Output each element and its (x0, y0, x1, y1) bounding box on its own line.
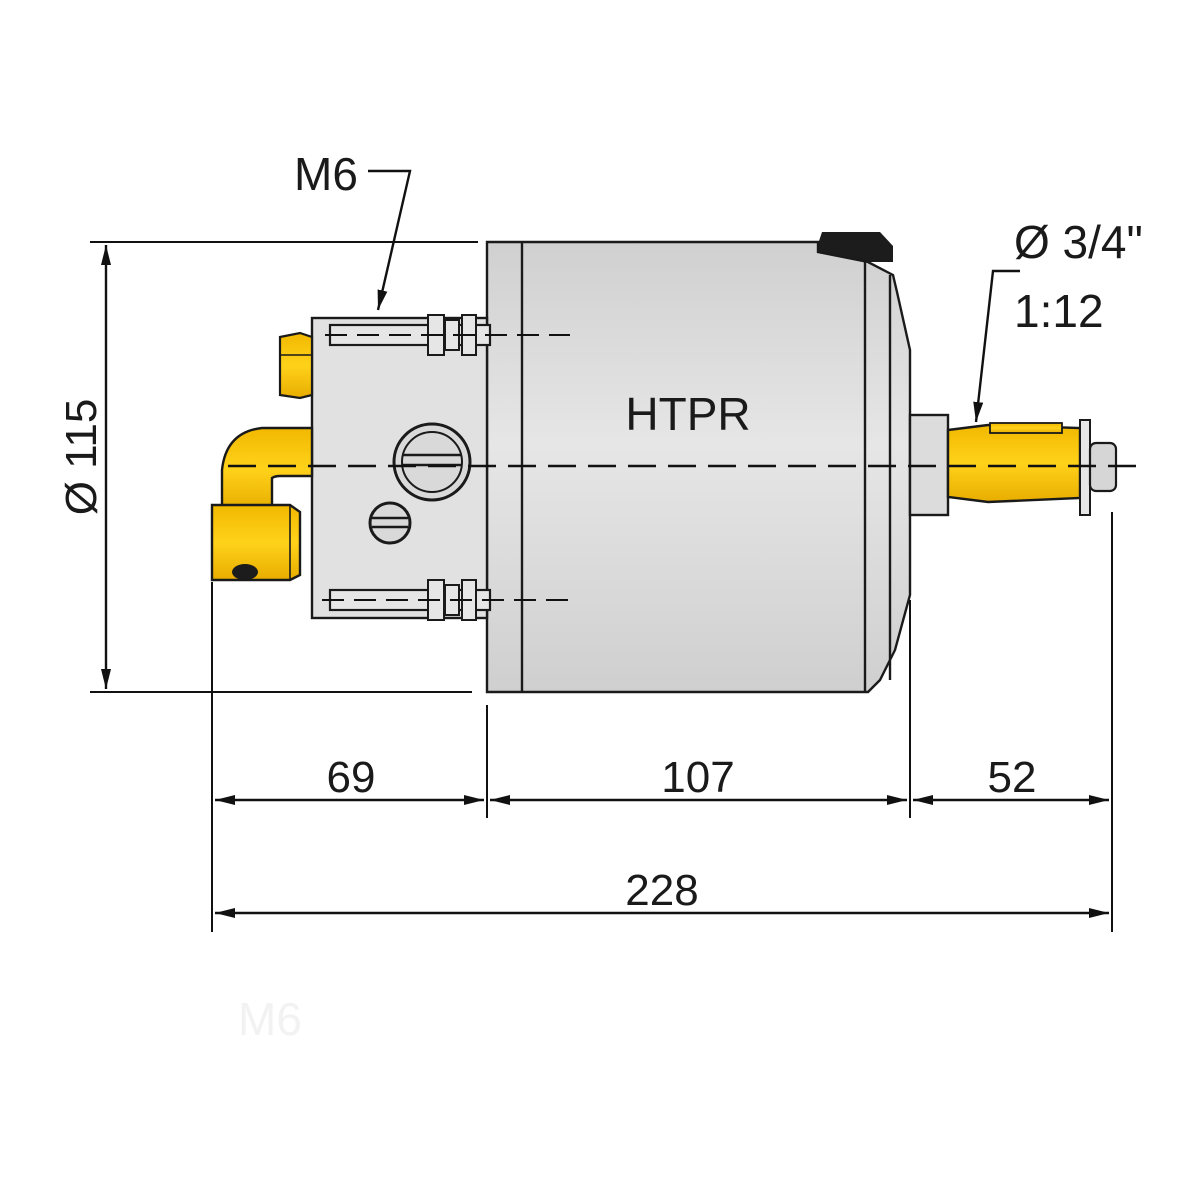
yellow-fittings (210, 331, 1118, 582)
shaft-taper-label: 1:12 (1014, 285, 1104, 337)
product-label: HTPR (625, 388, 750, 440)
elbow-fitting (220, 426, 314, 512)
diameter-label: Ø 115 (57, 399, 106, 516)
front-block (310, 316, 489, 620)
length-dimensions (211, 512, 1113, 932)
top-plug (278, 331, 314, 400)
shaft-length-label: 52 (988, 753, 1037, 802)
screw-plug-small (368, 501, 412, 545)
shaft-diameter-label: Ø 3/4" (1014, 216, 1143, 268)
top-cap (818, 232, 893, 262)
shaft-leader (973, 269, 1020, 423)
screw-plug-large (392, 422, 472, 502)
m6-leader (368, 169, 412, 311)
ghost-watermark: M6 (238, 993, 302, 1045)
cylinder-housing (485, 240, 912, 694)
front-length-label: 69 (327, 753, 376, 802)
body-length-label: 107 (661, 753, 734, 802)
total-length-label: 228 (625, 866, 698, 915)
output-shaft (946, 423, 1082, 504)
shaft-washer (1079, 419, 1091, 516)
bolt-thread-label: M6 (294, 148, 358, 200)
diameter-dimension (90, 241, 478, 693)
pump-body (485, 232, 912, 694)
